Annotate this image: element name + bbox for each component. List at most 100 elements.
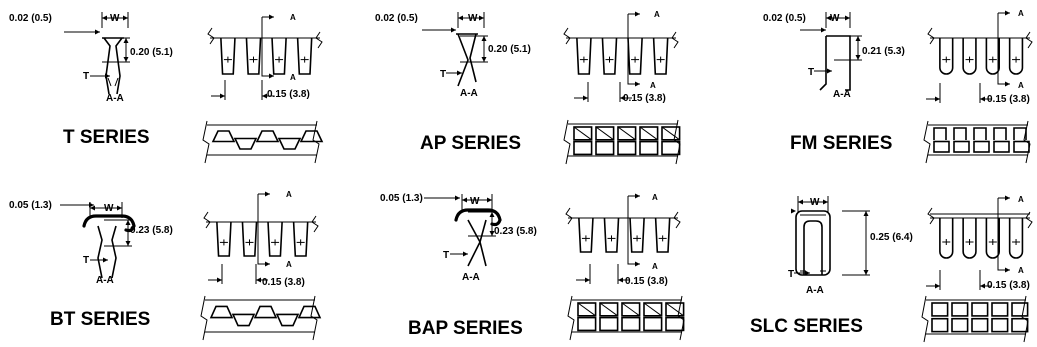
bt-edge-break-left — [200, 295, 208, 341]
ap-finger — [627, 37, 643, 75]
bap-edge-seg — [643, 316, 663, 332]
ap-height-dim: 0.20 (5.1) — [488, 44, 531, 55]
ap-t-arrow — [457, 70, 462, 76]
ap-edge-cross — [661, 126, 680, 141]
bt-width-arrow-right — [117, 205, 122, 211]
bap-edge-cross — [643, 302, 662, 317]
bt-section-mark-bottom: A — [286, 260, 292, 269]
t-series-title: T SERIES — [63, 127, 150, 148]
bt-profile — [97, 225, 117, 279]
bt-width-arrow-left — [90, 205, 95, 211]
bap-edge-seg — [621, 316, 641, 332]
t-edge-seg — [233, 137, 258, 150]
slc-finger — [939, 218, 954, 259]
bap-edge-seg — [577, 316, 597, 332]
ap-section-mark-top: A — [654, 10, 660, 19]
t-section-label: A-A — [106, 93, 124, 104]
fm-edge-seg — [993, 127, 1007, 140]
ap-finger — [576, 37, 592, 75]
bt-finger — [216, 221, 232, 257]
ap-width-arrow-left — [458, 15, 463, 21]
t-edge-break-left — [202, 120, 210, 164]
bap-height-arrow-bottom — [489, 231, 495, 236]
ap-edge-seg — [661, 140, 681, 156]
fm-edge-seg — [1013, 140, 1030, 153]
ap-edge-seg — [617, 126, 637, 141]
bap-width-arrow-right — [487, 197, 492, 203]
t-width-arrow-left — [102, 15, 107, 21]
t-thickness-dim: 0.02 (0.5) — [9, 13, 52, 24]
t-height-dim: 0.20 (5.1) — [130, 47, 173, 58]
fm-width-arrow-left — [826, 15, 831, 21]
ap-edge-seg — [595, 140, 615, 156]
fm-finger — [962, 38, 977, 75]
t-finger — [220, 37, 236, 75]
t-profile — [102, 37, 124, 95]
bt-break-right — [311, 215, 319, 233]
bt-height-arrow-top — [125, 220, 131, 225]
slc-series-title: SLC SERIES — [750, 316, 863, 337]
bt-edge-seg — [275, 313, 300, 327]
bap-width-arrow-left — [462, 197, 467, 203]
fm-section-mark-bottom: A — [1018, 81, 1024, 90]
bap-edge-break-left — [567, 295, 575, 341]
bap-edge-seg — [643, 302, 663, 317]
ap-finger — [652, 37, 669, 75]
fm-edge-seg — [973, 127, 987, 140]
slc-section-arrow-bottom — [1005, 267, 1010, 273]
fm-height-arrow-bottom — [855, 55, 861, 60]
bt-edge-seg — [231, 313, 256, 327]
ap-section-mark-bottom: A — [650, 81, 656, 90]
ap-edge-seg — [595, 126, 615, 141]
ap-section-arrow-bottom — [635, 81, 640, 87]
t-finger — [245, 37, 262, 75]
ap-width-dim: W — [468, 13, 478, 24]
ap-thickness-arrow — [451, 27, 456, 33]
bap-section-label: A-A — [462, 272, 480, 283]
bap-section-line — [627, 195, 640, 265]
bt-edge-seg — [297, 305, 322, 319]
ap-edge-seg — [573, 126, 593, 141]
bap-pitch-arrow-left — [585, 277, 590, 283]
ap-height-arrow-bottom — [481, 57, 487, 62]
slc-edge-seg — [931, 302, 949, 317]
fm-edge-seg — [953, 140, 970, 153]
t-edge-seg — [211, 130, 236, 143]
bap-edge-seg — [577, 302, 597, 317]
bap-finger — [654, 217, 671, 253]
ap-edge-seg — [573, 140, 593, 156]
slc-edge-seg — [1011, 302, 1029, 317]
ap-edge-cross — [639, 126, 658, 141]
slc-edge-seg — [1011, 317, 1029, 333]
fm-edge-seg — [933, 127, 947, 140]
slc-break-right — [1025, 211, 1033, 229]
bap-edge-cross — [665, 302, 684, 317]
fm-section-arrow-top — [1005, 10, 1010, 16]
ap-break-left — [563, 27, 571, 45]
bap-finger — [629, 217, 645, 253]
t-finger — [271, 37, 287, 75]
t-section-arrow-bottom — [269, 73, 274, 79]
fm-thickness-arrow — [821, 27, 826, 33]
fm-section-mark-top: A — [1018, 9, 1024, 18]
slc-t-arrow — [805, 270, 810, 276]
ap-thickness-dim: 0.02 (0.5) — [375, 13, 418, 24]
bap-t-arrow — [463, 251, 468, 257]
fm-pitch-arrow-right — [980, 96, 985, 102]
slc-edge-seg — [951, 317, 969, 333]
bap-section-mark-top: A — [652, 193, 658, 202]
t-height-arrow-top — [123, 38, 129, 43]
fm-pitch-dim: 0.15 (3.8) — [987, 94, 1030, 105]
bap-height-dim: 0.23 (5.8) — [494, 226, 537, 237]
fm-edge-seg — [993, 140, 1010, 153]
bt-thickness-dim: 0.05 (1.3) — [9, 200, 52, 211]
bap-edge-seg — [621, 302, 641, 317]
fm-pitch-arrow-left — [935, 96, 940, 102]
slc-section-mark-top: A — [1018, 195, 1024, 204]
fm-edge-seg — [1013, 127, 1027, 140]
bap-section-arrow-top — [635, 193, 640, 199]
ap-pitch-arrow-right — [620, 95, 625, 101]
bap-finger — [603, 217, 620, 253]
bap-pitch-dim: 0.15 (3.8) — [625, 276, 668, 287]
